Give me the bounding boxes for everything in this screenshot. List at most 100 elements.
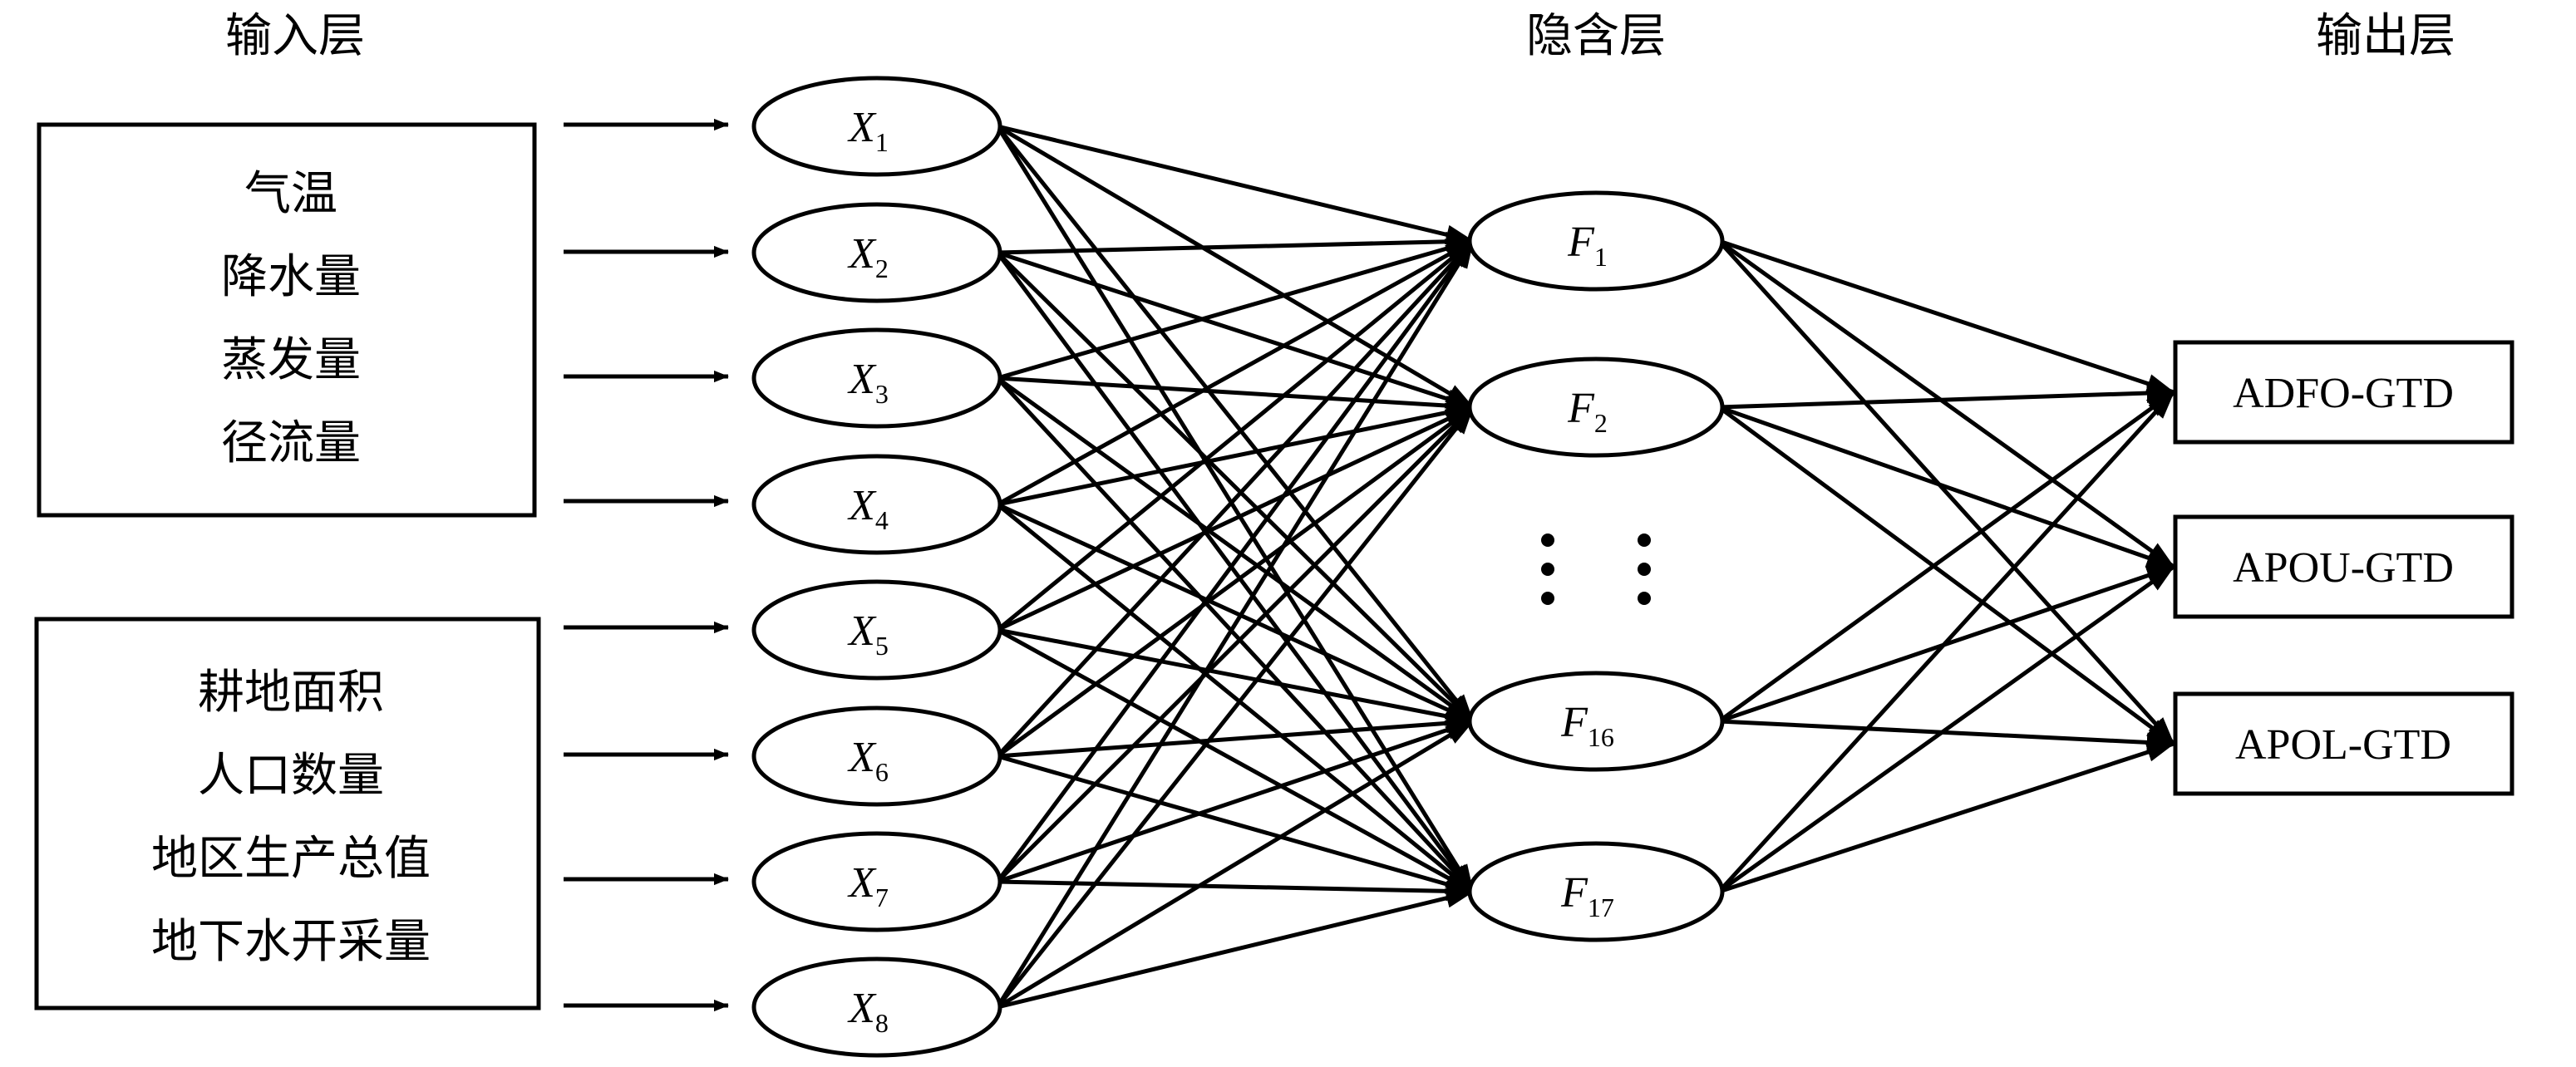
input-hidden-edge xyxy=(996,502,1475,724)
input-node-label: X7 xyxy=(847,859,889,912)
input-hidden-edge xyxy=(997,888,1475,1010)
input-hidden-edge xyxy=(997,754,1475,894)
input-node: X2 xyxy=(751,202,1002,303)
ellipsis-dot xyxy=(1541,563,1554,576)
hidden-output-edge xyxy=(1717,390,2175,724)
output-layer-title: 输出层 xyxy=(2316,9,2455,63)
hidden-node: F17 xyxy=(1467,841,1725,942)
hidden-output-edge xyxy=(1718,405,2175,569)
input-group-item: 蒸发量 xyxy=(221,333,361,387)
input-node: X8 xyxy=(751,956,1002,1058)
input-hidden-edge xyxy=(996,627,1475,894)
input-hidden-edge xyxy=(995,251,1475,893)
hidden-output-edge xyxy=(1718,238,2175,395)
ellipsis-dot xyxy=(1541,592,1554,605)
input-layer-title: 输入层 xyxy=(225,9,365,63)
hidden-output-edge xyxy=(1718,719,2175,753)
input-hidden-edge xyxy=(996,405,1475,632)
input-hidden-edge xyxy=(996,239,1475,632)
ellipsis-dot xyxy=(1638,592,1651,605)
input-hidden-edge xyxy=(995,125,1475,893)
hidden-node-label: F17 xyxy=(1560,869,1614,922)
output-node: ADFO-GTD xyxy=(2173,340,2514,445)
input-hidden-edge xyxy=(997,719,1475,884)
input-hidden-edge xyxy=(997,376,1475,415)
input-node-label: X3 xyxy=(847,356,889,409)
input-hidden-edge xyxy=(996,719,1475,1010)
hidden-node: F2 xyxy=(1467,356,1725,458)
hidden-nodes: F1 F2 F16 F17 xyxy=(1467,190,1725,942)
hidden-node-label: F16 xyxy=(1560,699,1614,752)
input-hidden-edge xyxy=(997,713,1475,759)
input-group-human-box xyxy=(34,617,541,1010)
input-hidden-connections xyxy=(995,124,1475,1010)
output-node-label: APOU-GTD xyxy=(2233,544,2454,592)
input-hidden-edge xyxy=(996,124,1475,410)
input-node-label: X6 xyxy=(847,734,889,787)
input-node-label: X5 xyxy=(847,607,889,661)
input-group-climate: 气温 降水量 蒸发量 径流量 xyxy=(37,122,537,518)
input-node: X4 xyxy=(751,454,1002,555)
hidden-output-edge xyxy=(1717,405,2175,746)
input-hidden-edge xyxy=(996,406,1475,1009)
input-hidden-edge xyxy=(995,239,1475,1009)
input-hidden-edge xyxy=(997,231,1475,255)
hidden-output-edge xyxy=(1718,383,2175,410)
input-node: X5 xyxy=(751,579,1002,681)
output-node: APOU-GTD xyxy=(2173,514,2514,619)
hidden-output-edge xyxy=(1717,391,2175,893)
hidden-node: F16 xyxy=(1467,671,1725,772)
input-hidden-edge xyxy=(996,251,1475,723)
input-hidden-edge xyxy=(995,239,1475,883)
input-hidden-edge xyxy=(996,406,1475,883)
hidden-output-edge xyxy=(1717,564,2175,894)
input-hidden-edge xyxy=(997,238,1475,381)
input-group-item: 地下水开采量 xyxy=(151,915,431,969)
input-group-item: 耕地面积 xyxy=(198,666,384,720)
input-hidden-edge xyxy=(996,376,1475,724)
input-group-item: 降水量 xyxy=(221,250,361,304)
hidden-output-edge xyxy=(1717,239,2175,745)
input-hidden-edge xyxy=(996,125,1475,723)
hidden-output-connections xyxy=(1717,238,2175,894)
input-hidden-edge xyxy=(996,503,1475,893)
input-group-climate-box xyxy=(37,122,537,518)
input-node-label: X8 xyxy=(847,985,889,1038)
input-group-human: 耕地面积 人口数量 地区生产总值 地下水开采量 xyxy=(34,617,541,1010)
input-hidden-edge xyxy=(997,124,1475,244)
hidden-output-edge xyxy=(1717,238,2175,569)
input-hidden-edge xyxy=(997,250,1475,410)
hidden-node-label: F2 xyxy=(1567,385,1608,438)
input-node: X7 xyxy=(751,831,1002,932)
ellipsis-dot xyxy=(1638,534,1651,547)
hidden-output-edge xyxy=(1718,741,2175,894)
input-nodes: X1 X2 X3 X4 X5 X6 X7 X8 xyxy=(751,76,1002,1058)
input-node-label: X2 xyxy=(847,230,889,283)
input-hidden-edge xyxy=(996,238,1475,507)
hidden-node: F1 xyxy=(1467,190,1725,292)
input-hidden-edge xyxy=(996,376,1475,893)
input-group-item: 人口数量 xyxy=(198,749,384,803)
input-node-label: X4 xyxy=(847,482,889,535)
input-arrows xyxy=(564,118,729,1012)
ellipsis-dot xyxy=(1638,563,1651,576)
input-hidden-edge xyxy=(996,405,1475,759)
output-node: APOL-GTD xyxy=(2173,691,2514,796)
output-node-label: ADFO-GTD xyxy=(2233,370,2454,417)
ellipsis-dots xyxy=(1541,534,1651,605)
input-group-item: 径流量 xyxy=(221,416,361,470)
hidden-layer-title: 隐含层 xyxy=(1526,9,1666,63)
hidden-node-label: F1 xyxy=(1567,219,1608,272)
input-hidden-edge xyxy=(997,402,1475,507)
ellipsis-dot xyxy=(1541,534,1554,547)
input-hidden-edge xyxy=(996,239,1475,758)
input-node: X6 xyxy=(751,706,1002,807)
input-group-item: 气温 xyxy=(244,167,337,221)
input-node-label: X1 xyxy=(847,104,889,157)
output-node-label: APOL-GTD xyxy=(2235,721,2451,769)
input-hidden-edge xyxy=(997,627,1475,726)
input-group-item: 地区生产总值 xyxy=(151,832,431,886)
output-nodes: ADFO-GTD APOU-GTD APOL-GTD xyxy=(2173,340,2514,796)
input-node: X1 xyxy=(751,76,1002,177)
